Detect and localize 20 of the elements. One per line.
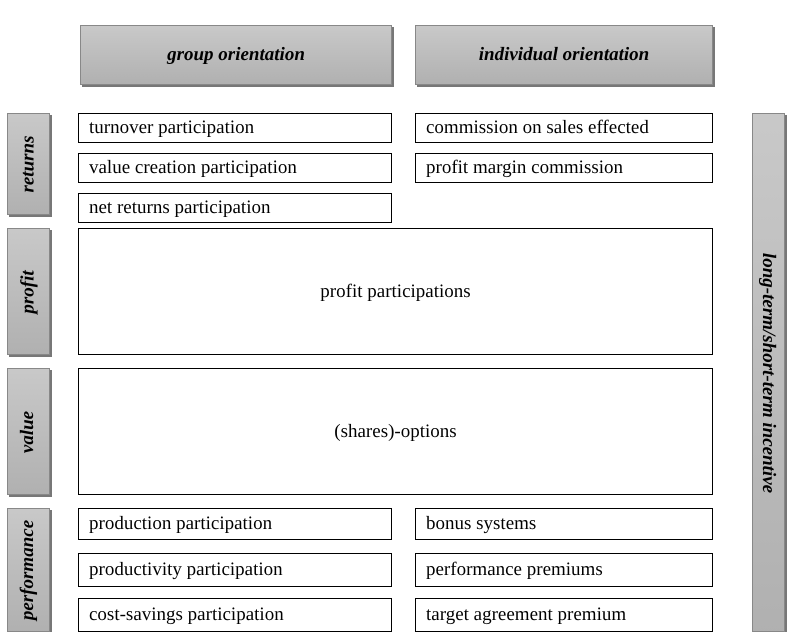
header-box: group orientation xyxy=(80,25,392,85)
cell-box: turnover participation xyxy=(78,113,392,143)
row-label: returns xyxy=(7,113,50,215)
row-label: performance xyxy=(7,508,50,632)
side-label: long-term/short-term incentive xyxy=(752,113,785,632)
cell-box: profit participations xyxy=(78,228,713,355)
header-box: individual orientation xyxy=(415,25,713,85)
cell-box: bonus systems xyxy=(415,508,713,540)
row-label: profit xyxy=(7,228,50,355)
cell-box: profit margin commission xyxy=(415,153,713,183)
row-label: value xyxy=(7,368,50,495)
cell-box: commission on sales effected xyxy=(415,113,713,143)
cell-box: target agreement premium xyxy=(415,598,713,632)
cell-box: cost-savings participation xyxy=(78,598,392,632)
cell-box: performance premiums xyxy=(415,553,713,587)
cell-box: productivity participation xyxy=(78,553,392,587)
cell-box: (shares)-options xyxy=(78,368,713,495)
cell-box: net returns participation xyxy=(78,193,392,223)
cell-box: production participation xyxy=(78,508,392,540)
cell-box: value creation participation xyxy=(78,153,392,183)
